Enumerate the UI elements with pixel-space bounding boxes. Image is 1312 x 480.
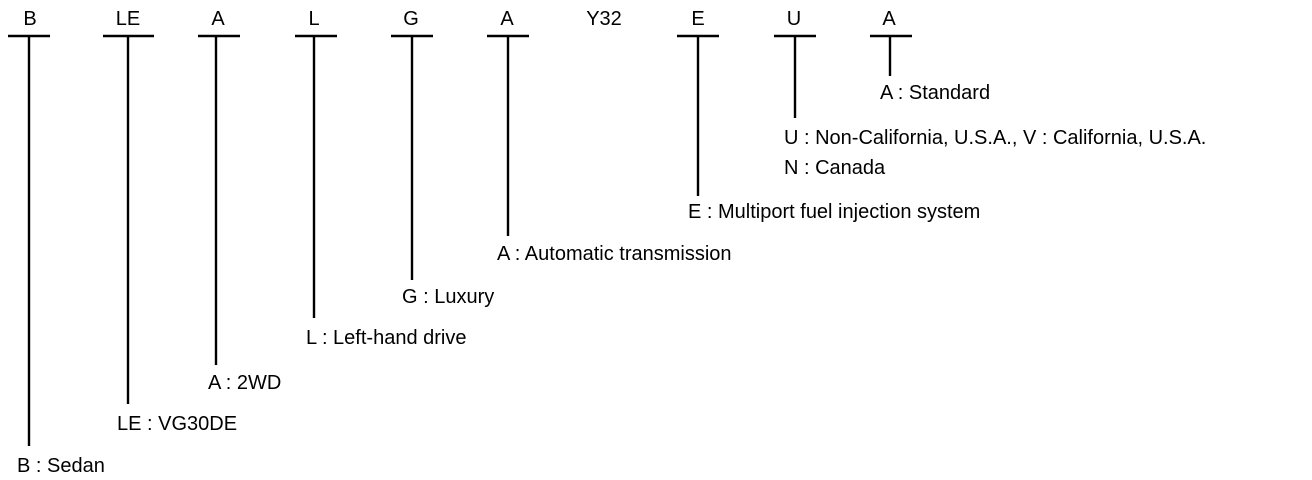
desc-body-type: B : Sedan bbox=[17, 455, 105, 477]
code-le: LE bbox=[115, 8, 141, 30]
code-b: B bbox=[23, 8, 37, 30]
desc-equipment: A : Standard bbox=[880, 82, 991, 104]
desc-drive: A : 2WD bbox=[208, 372, 282, 394]
code-a-transmission: A bbox=[500, 8, 514, 30]
code-e: E bbox=[691, 8, 705, 30]
code-y32: Y32 bbox=[586, 8, 622, 30]
code-g: G bbox=[403, 8, 419, 30]
desc-grade: G : Luxury bbox=[402, 286, 495, 308]
desc-destination-1: U : Non-California, U.S.A., V : Californ… bbox=[784, 127, 1207, 149]
desc-fuel-system: E : Multiport fuel injection system bbox=[688, 201, 981, 223]
desc-destination-2: N : Canada bbox=[784, 157, 886, 179]
desc-steering: L : Left-hand drive bbox=[306, 327, 467, 349]
code-u: U bbox=[786, 8, 802, 30]
desc-transmission: A : Automatic transmission bbox=[497, 243, 732, 265]
code-l: L bbox=[308, 8, 320, 30]
desc-engine: LE : VG30DE bbox=[117, 413, 238, 435]
code-a-grade: A bbox=[882, 8, 896, 30]
code-a-drive: A bbox=[211, 8, 225, 30]
